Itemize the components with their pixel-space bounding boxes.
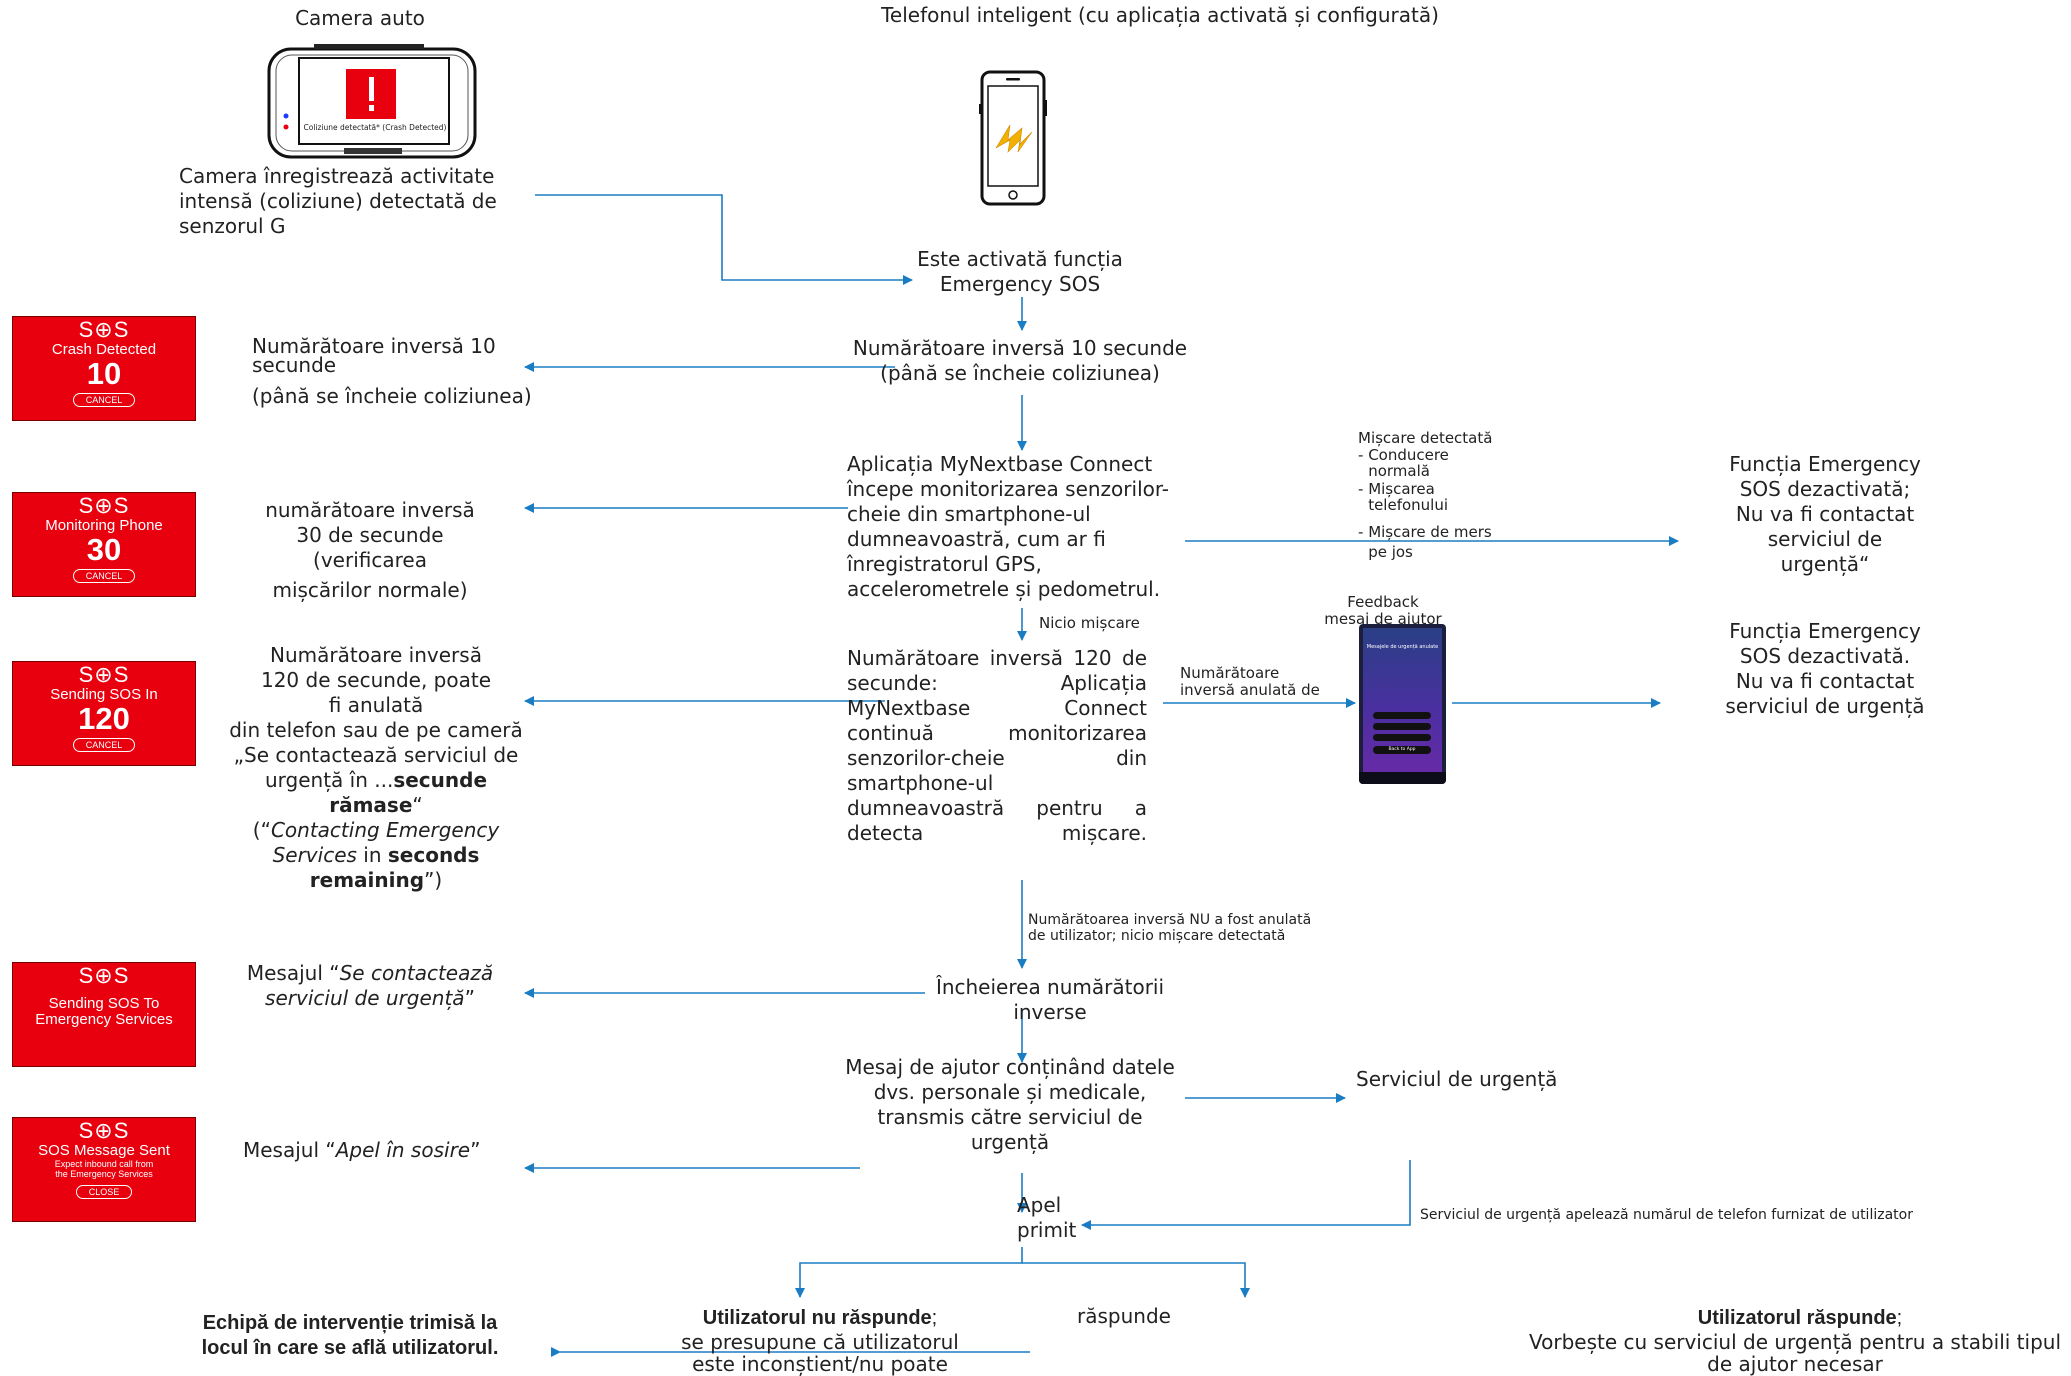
phone-screen-button[interactable] xyxy=(1373,734,1431,741)
phone-feedback-screenshot: Mesajele de urgență anulate Back to App xyxy=(1359,624,1446,784)
outcome-no-answer-bold: Utilizatorul nu răspunde xyxy=(702,1307,932,1329)
left-countdown-10: Numărătoare inversă 10 secunde xyxy=(252,334,496,377)
smartphone-illustration xyxy=(978,70,1050,206)
close-button[interactable]: CLOSE xyxy=(75,1185,133,1199)
outcome-no-answer: Utilizatorul nu răspunde; xyxy=(620,1306,1020,1331)
phone-screen-button[interactable] xyxy=(1373,723,1431,730)
step-call-received: Apel primit xyxy=(1017,1193,1077,1242)
label-feedback: Feedback mesaj de ajutor xyxy=(1324,593,1442,628)
sos-logo: S⊕S xyxy=(78,662,130,687)
msg-suffix: ” xyxy=(470,1138,481,1162)
movement-item-label: Conducere normală xyxy=(1368,446,1449,480)
outcome-answers-tail: ; xyxy=(1896,1307,1903,1329)
step-app-monitoring: Aplicația MyNextbase Connect începe moni… xyxy=(847,452,1170,601)
left-countdown-120-line1: Numărătoare inversă 120 de secunde, poat… xyxy=(229,643,523,742)
sos-screen-note: Expect inbound call from the Emergency S… xyxy=(54,1159,154,1179)
left-countdown-30-note: mișcărilor normale) xyxy=(272,578,468,602)
left-message-incoming-call: Mesajul “Apel în sosire” xyxy=(243,1138,543,1163)
phone-screen-title: Mesajele de urgență anulate xyxy=(1366,644,1439,650)
sos-logo: S⊕S xyxy=(78,317,130,342)
left-response-team: Echipă de intervenție trimisă la locul î… xyxy=(201,1312,499,1359)
phone-title: Telefonul inteligent (cu aplicația activ… xyxy=(881,3,1439,27)
dashcam-screen-label: Coliziune detectată* (Crash Detected) xyxy=(303,123,447,132)
step-sos-activated: Este activată funcția Emergency SOS xyxy=(917,247,1123,296)
outcome-answers: Utilizatorul răspunde; xyxy=(1600,1306,2000,1331)
cancel-button[interactable]: CANCEL xyxy=(72,738,136,752)
back-to-app-button[interactable]: Back to App xyxy=(1373,746,1431,754)
camera-description: Camera înregistrează activitate intensă … xyxy=(179,164,497,238)
sos-screen-monitoring-phone: S⊕S Monitoring Phone 30 CANCEL xyxy=(12,492,196,597)
smartphone-icon xyxy=(979,70,1047,206)
left-message-contacting: Mesajul “Se contactează serviciul de urg… xyxy=(220,961,520,1011)
cancel-button[interactable]: CANCEL xyxy=(72,393,136,407)
label-countdown-cancelled: Numărătoare inversă anulată de utilizato… xyxy=(1180,665,1320,700)
sos-screen-label: Sending SOS In xyxy=(50,686,158,703)
sos-screen-sending-to-emergency: S⊕S Sending SOS To Emergency Services xyxy=(12,962,196,1067)
label-no-movement: Nicio mișcare xyxy=(1039,614,1140,632)
movement-item: - Conducere normală xyxy=(1358,446,1449,480)
outcome-answers-detail: Vorbește cu serviciul de urgență pentru … xyxy=(1528,1330,2061,1376)
result-sos-disabled-movement: Funcția Emergency SOS dezactivată; Nu va… xyxy=(1729,452,1921,576)
msg-italic: Se contactează serviciul de urgență xyxy=(265,961,494,1010)
sos-screen-label: SOS Message Sent xyxy=(38,1142,170,1159)
sos-logo: S⊕S xyxy=(78,493,130,518)
outcome-no-answer-tail: ; xyxy=(931,1307,938,1329)
msg-suffix: ” xyxy=(464,986,475,1010)
left-countdown-120-bold: secunde rămase xyxy=(329,768,488,817)
sos-logo: S⊕S xyxy=(78,1118,130,1143)
label-service-calls-back: Serviciul de urgență apelează numărul de… xyxy=(1420,1207,1913,1223)
camera-title: Camera auto xyxy=(295,6,425,30)
left-countdown-120-in: in xyxy=(356,843,388,867)
movement-item-label: Mișcarea telefonului xyxy=(1368,480,1449,514)
outcome-no-answer-detail: se presupune că utilizatorul este inconș… xyxy=(681,1330,959,1376)
phone-nav-bar xyxy=(1359,772,1446,784)
left-countdown-30: numărătoare inversă 30 de secunde (verif… xyxy=(265,498,475,572)
movement-list: - Conducere normală - Mișcarea telefonul… xyxy=(1358,447,1518,562)
step-countdown-end: Încheierea numărătorii inverse xyxy=(935,975,1165,1024)
step-countdown-10: Numărătoare inversă 10 secunde (până se … xyxy=(852,336,1188,385)
sos-screen-label: Crash Detected xyxy=(51,341,157,358)
cancel-button[interactable]: CANCEL xyxy=(72,569,136,583)
sos-countdown-number: 30 xyxy=(86,532,122,567)
movement-item-label: Mișcare de mers pe jos xyxy=(1368,523,1492,561)
movement-item: - Mișcarea telefonului xyxy=(1358,480,1449,514)
left-countdown-120-paren: (“ xyxy=(252,818,271,842)
msg-prefix: Mesajul “ xyxy=(243,1138,336,1162)
left-countdown-120: Numărătoare inversă 120 de secunde, poat… xyxy=(226,643,526,893)
msg-prefix: Mesajul “ xyxy=(246,961,340,985)
sos-countdown-number: 120 xyxy=(78,701,130,736)
left-countdown-120-end: ”) xyxy=(424,868,443,892)
label-movement-detected: Mișcare detectată xyxy=(1358,429,1493,447)
left-countdown-120-seconds: seconds remaining xyxy=(309,843,480,892)
step-help-message: Mesaj de ajutor conținând datele dvs. pe… xyxy=(845,1055,1175,1154)
sos-screen-message-sent: S⊕S SOS Message Sent Expect inbound call… xyxy=(12,1117,196,1222)
sos-screen-label: Sending SOS To Emergency Services xyxy=(35,995,173,1028)
dashcam-illustration: Coliziune detectată* (Crash Detected) xyxy=(266,44,478,162)
left-countdown-10-note: (până se încheie coliziunea) xyxy=(252,384,532,408)
sos-screen-sending-sos-in: S⊕S Sending SOS In 120 CANCEL xyxy=(12,661,196,766)
node-emergency-service: Serviciul de urgență xyxy=(1356,1067,1558,1091)
label-responds: răspunde xyxy=(1077,1304,1171,1328)
result-sos-disabled-cancelled: Funcția Emergency SOS dezactivată. Nu va… xyxy=(1725,619,1925,718)
outcome-answers-bold: Utilizatorul răspunde xyxy=(1697,1307,1897,1329)
msg-italic: Apel în sosire xyxy=(335,1138,471,1162)
dashcam-icon xyxy=(267,44,477,159)
left-countdown-120-quote: “ xyxy=(412,793,423,817)
label-not-cancelled: Numărătoarea inversă NU a fost anulată d… xyxy=(1028,912,1312,944)
phone-screen-button[interactable] xyxy=(1373,712,1431,719)
sos-logo: S⊕S xyxy=(78,963,130,988)
sos-countdown-number: 10 xyxy=(86,356,122,391)
left-countdown-120-line2: „Se contactează serviciul de urgență în … xyxy=(233,743,519,792)
sos-screen-crash-detected: S⊕S Crash Detected 10 CANCEL xyxy=(12,316,196,421)
movement-item: - Mișcare de mers pe jos xyxy=(1358,523,1492,561)
sos-screen-label: Monitoring Phone xyxy=(45,517,163,534)
step-countdown-120: Numărătoare inversă 120 de secunde: Apli… xyxy=(847,646,1147,845)
left-countdown-120-italic: Contacting Emergency Services xyxy=(270,818,500,867)
